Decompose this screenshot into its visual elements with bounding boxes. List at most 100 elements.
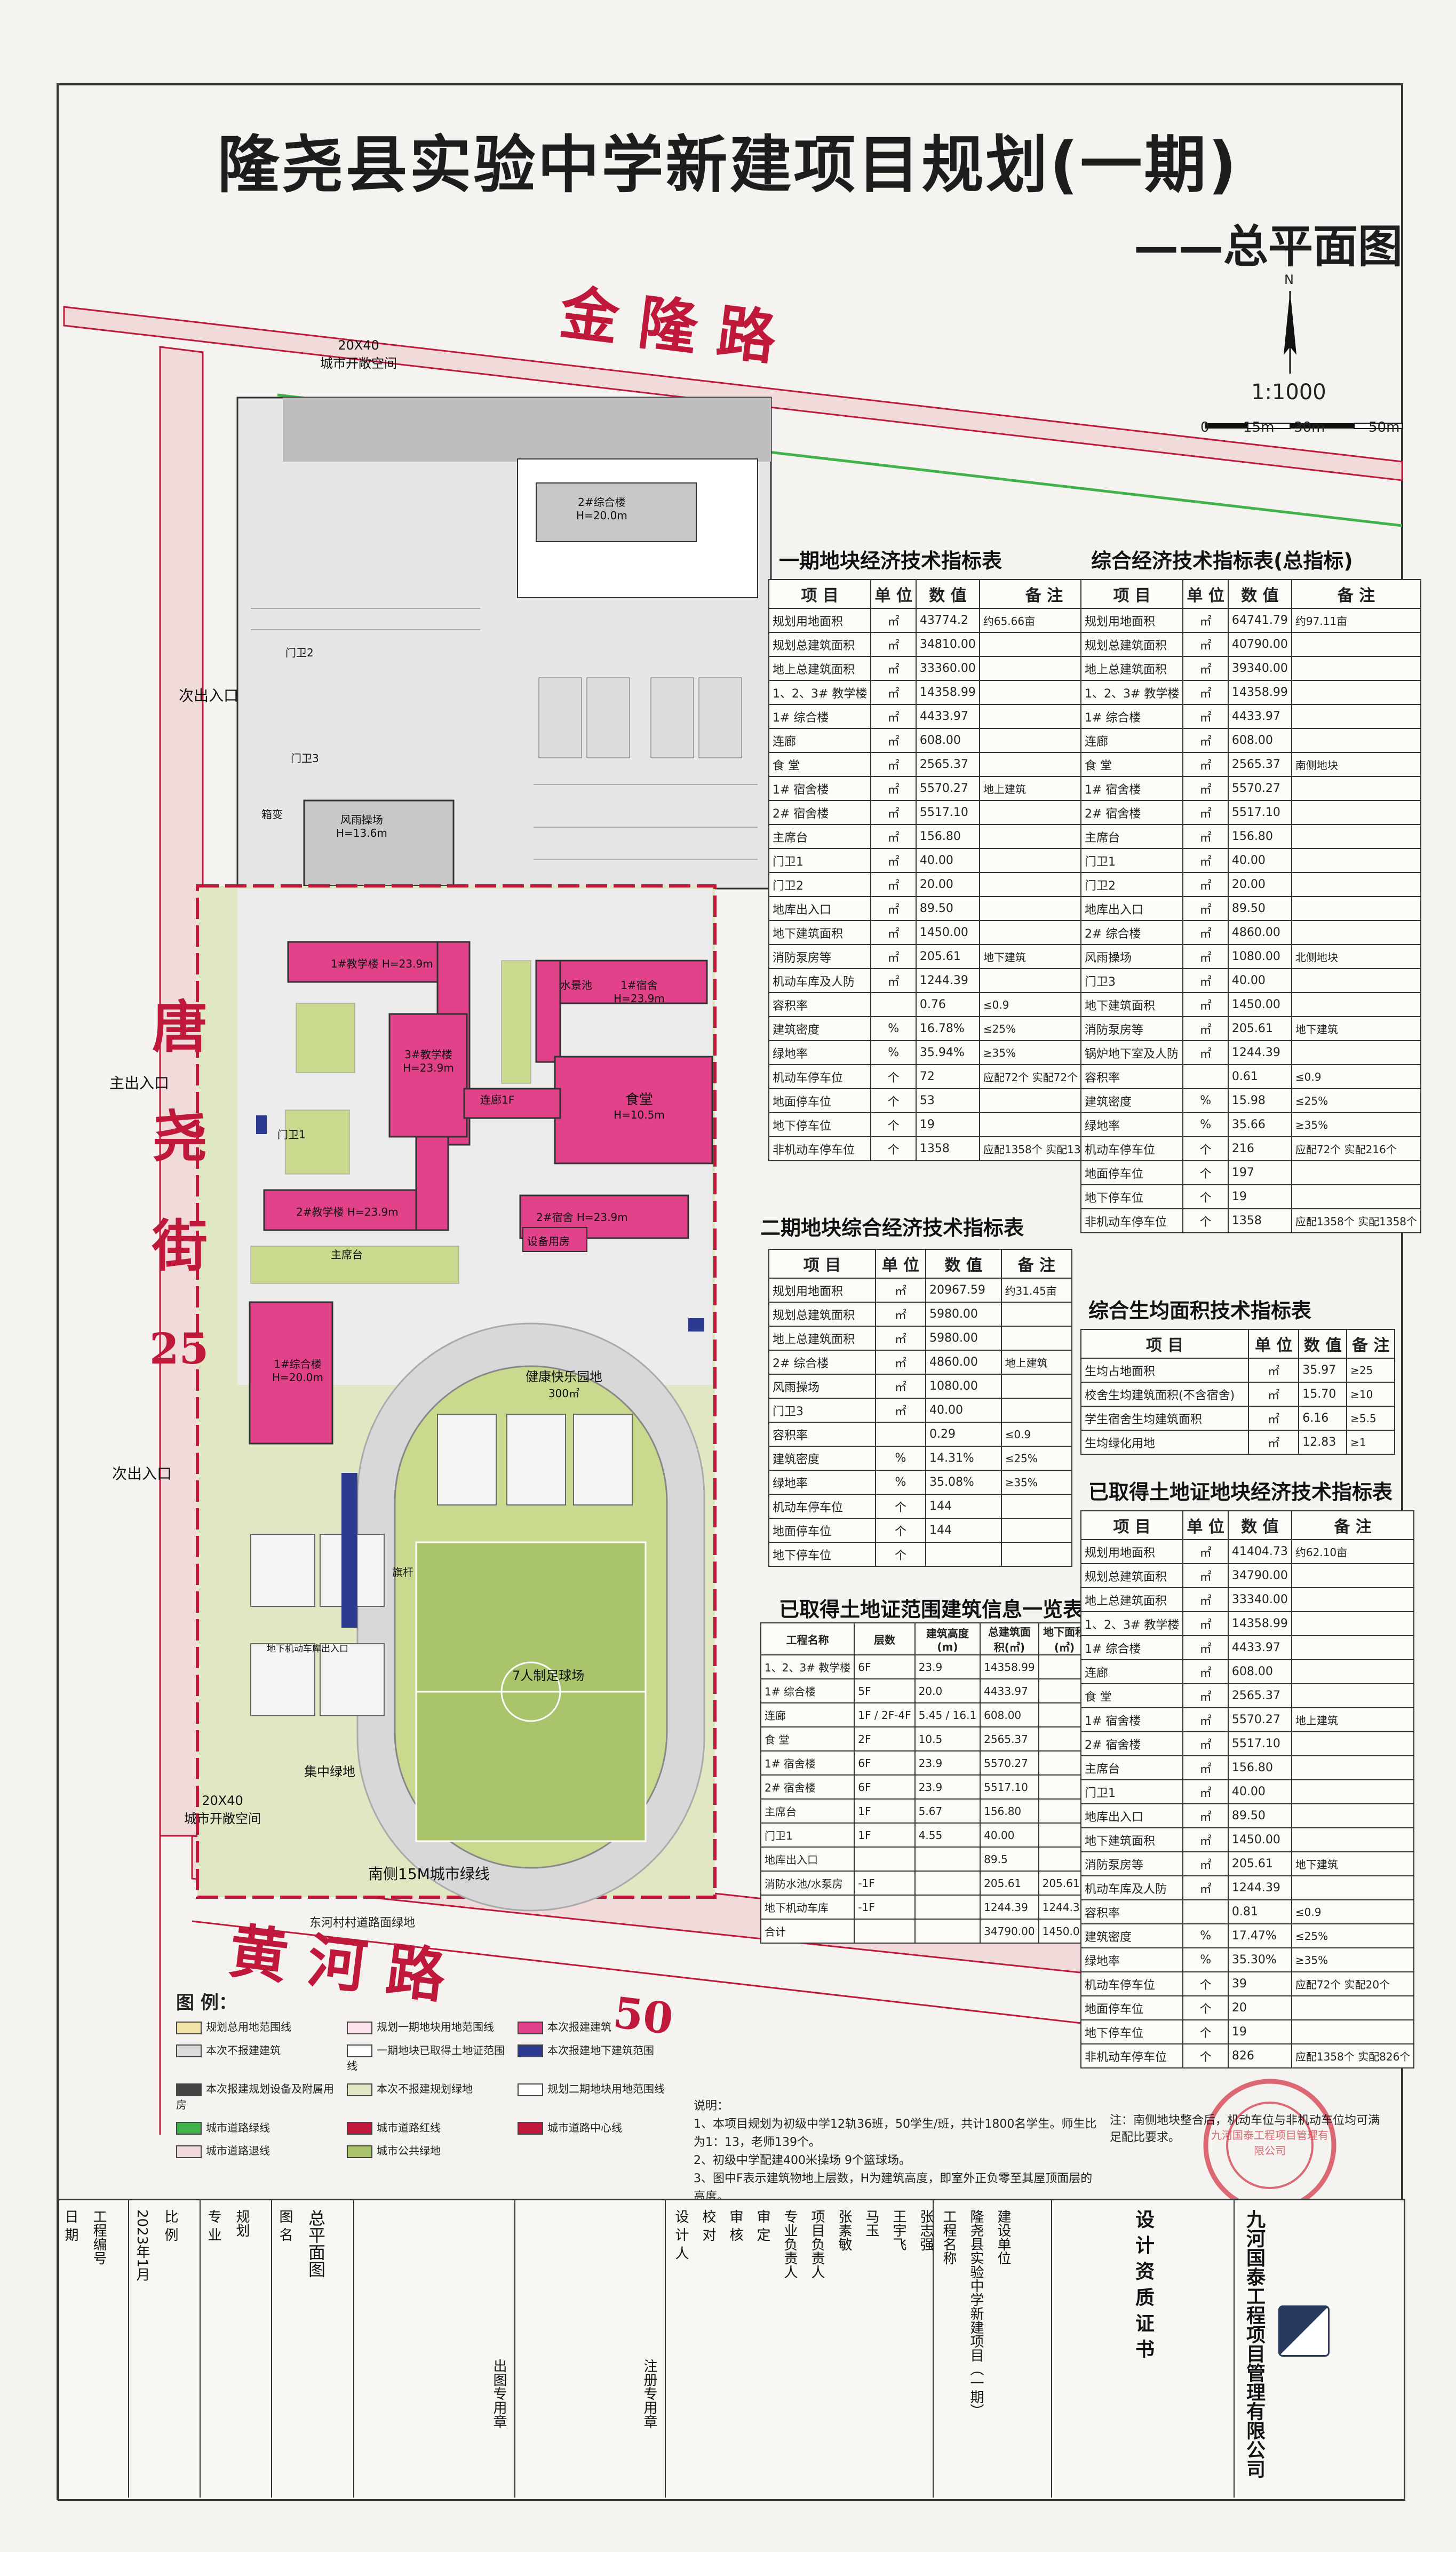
page-subtitle: ——总平面图 <box>1134 220 1403 273</box>
specialty-value: 规划 <box>234 2209 250 2237</box>
legend-swatch-icon <box>176 2083 202 2096</box>
table-cell <box>1291 728 1422 753</box>
legend-swatch-icon <box>176 2044 202 2057</box>
table-cell: ㎡ <box>1182 1563 1229 1588</box>
table-cell: 地上总建筑面积 <box>1080 1587 1184 1612</box>
table-cell: 5F <box>854 1678 916 1703</box>
table-cell <box>914 1871 981 1896</box>
table-cell: 地库出入口 <box>768 896 872 921</box>
green-belt-label: 南侧15M城市绿线 <box>368 1865 490 1883</box>
table6-footnote: 注：南侧地块整合后，机动车位与非机动车位均可满足配比要求。 <box>1110 2114 1380 2144</box>
legend-swatch-icon <box>176 2145 202 2158</box>
table-cell: 个 <box>1182 2043 1229 2068</box>
table-cell: 0.61 <box>1227 1064 1292 1089</box>
table-cell: ㎡ <box>1248 1406 1300 1431</box>
table-cell: 食 堂 <box>1080 752 1184 777</box>
table-cell: 风雨操场 <box>768 1374 876 1399</box>
table-cell: 6F <box>854 1750 916 1776</box>
road-west-char-3: 街 <box>152 1213 208 1279</box>
table-cell: ㎡ <box>1182 632 1229 657</box>
table-cell: 14358.99 <box>915 680 980 705</box>
legend-item: 城市道路绿线 <box>176 2119 336 2135</box>
table6-title: 已取得土地证地块经济技术指标表 <box>1088 1480 1393 1504</box>
table-cell: 1358 <box>1227 1208 1292 1233</box>
table-cell: 机动车库及人防 <box>768 968 872 993</box>
table-cell: ㎡ <box>1182 1707 1229 1732</box>
table-cell: 40.00 <box>1227 1779 1292 1804</box>
table-cell: ≥35% <box>1000 1470 1073 1495</box>
table-cell: 北侧地块 <box>1291 944 1422 969</box>
check-label: 校 对 <box>700 2209 716 2242</box>
drawing-no-label: 工程编号 <box>91 2209 107 2265</box>
table-cell: 锅炉地下室及人防 <box>1080 1040 1184 1065</box>
table-cell <box>1291 1803 1415 1828</box>
table-cell: 1F <box>854 1798 916 1824</box>
table-cell: 机动车停车位 <box>768 1064 872 1089</box>
table-row: 建筑密度%14.31%≤25% <box>768 1446 1073 1471</box>
table-cell: % <box>874 1470 926 1495</box>
legend: 图 例： 规划总用地范围线规划一期地块用地范围线本次报建建筑本次不报建建筑一期地… <box>176 1988 678 2158</box>
table-cell: 连廊 <box>1080 728 1184 753</box>
table-cell: 19 <box>915 1112 980 1137</box>
legend-label: 规划二期地块用地范围线 <box>547 2082 665 2095</box>
table-cell: 1# 宿舍楼 <box>768 776 872 801</box>
table-cell: 主席台 <box>1080 824 1184 849</box>
table-cell: 34810.00 <box>915 632 980 657</box>
table-cell: 生均绿化用地 <box>1080 1430 1250 1455</box>
table-cell: ㎡ <box>1182 896 1229 921</box>
table-cell: ㎡ <box>870 872 917 897</box>
legend-label: 规划总用地范围线 <box>206 2020 291 2033</box>
table-cell: 1080.00 <box>925 1374 1002 1399</box>
table-cell: 5517.10 <box>1227 800 1292 825</box>
legend-swatch-icon <box>176 2021 202 2034</box>
legend-label: 本次报建地下建筑范围 <box>547 2043 654 2057</box>
table-header-cell: 备 注 <box>1291 579 1422 609</box>
table-cell <box>1291 1755 1415 1780</box>
notes-heading: 说明： <box>694 2099 729 2113</box>
table-cell: ㎡ <box>870 800 917 825</box>
table-cell <box>1291 1995 1415 2020</box>
table-cell <box>1291 1875 1415 1900</box>
table-cell: ㎡ <box>1182 1611 1229 1636</box>
legend-label: 本次不报建建筑 <box>206 2043 281 2057</box>
table-cell: 个 <box>870 1112 917 1137</box>
table-cell: ㎡ <box>1248 1358 1300 1383</box>
person-1: 张素敏 <box>836 2209 852 2251</box>
table-cell: 门卫3 <box>1080 968 1184 993</box>
table-cell: ㎡ <box>870 632 917 657</box>
table-cell: % <box>1182 1947 1229 1972</box>
legend-label: 城市道路退线 <box>206 2144 270 2157</box>
podium: 主席台 <box>331 1248 363 1261</box>
table-cell: 10.5 <box>914 1726 981 1751</box>
table-cell <box>1291 1779 1415 1804</box>
table-cell: ㎡ <box>1182 848 1229 873</box>
table-cell: 个 <box>874 1542 926 1567</box>
legend-swatch-icon <box>347 2122 372 2135</box>
table-cell <box>1291 1611 1415 1636</box>
table-cell: 1244.39 <box>1227 1040 1292 1065</box>
east-road-green: 东河村村道路面绿地 <box>309 1916 416 1930</box>
table-cell: 64741.79 <box>1227 608 1292 633</box>
table-cell: 34790.00 <box>980 1919 1039 1944</box>
legend-swatch-icon <box>347 2083 372 2096</box>
table-cell: 地上总建筑面积 <box>768 1326 876 1351</box>
table-cell: ㎡ <box>874 1350 926 1375</box>
legend-swatch-icon <box>347 2145 372 2158</box>
table-cell: 23.9 <box>914 1774 981 1800</box>
scale-tick-30: 30m <box>1294 419 1325 435</box>
table-cell: ㎡ <box>1182 968 1229 993</box>
corridor: 连廊1F <box>480 1093 515 1106</box>
